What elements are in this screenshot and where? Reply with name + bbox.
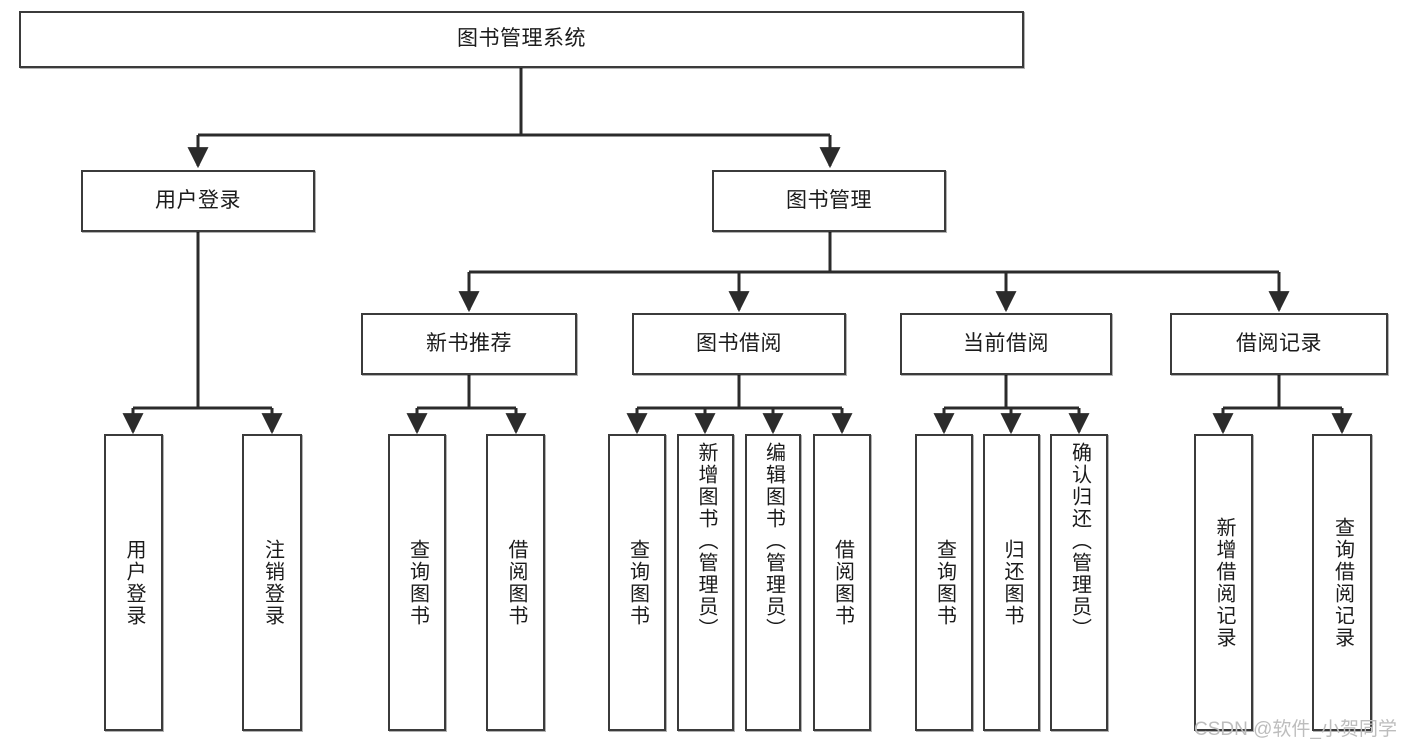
- node-book-manage-label: 图书管理: [786, 188, 872, 212]
- leaf-logout-login[interactable]: 注销登录: [242, 434, 302, 731]
- node-book-borrow-label: 图书借阅: [696, 331, 782, 355]
- node-new-book-recommend[interactable]: 新书推荐: [361, 313, 577, 375]
- node-user-login-label: 用户登录: [155, 188, 241, 212]
- leaf-edit-book[interactable]: 编辑图书（管理员）: [745, 434, 801, 731]
- leaf-query-book-2[interactable]: 查询图书: [608, 434, 666, 731]
- leaf-return-book[interactable]: 归还图书: [983, 434, 1040, 731]
- leaf-confirm-return[interactable]: 确认归还（管理员）: [1050, 434, 1108, 731]
- leaf-borrow-book-1-label: 借阅图书: [505, 538, 527, 627]
- leaf-user-login[interactable]: 用户登录: [104, 434, 163, 731]
- leaf-query-book-3[interactable]: 查询图书: [915, 434, 973, 731]
- node-borrow-record[interactable]: 借阅记录: [1170, 313, 1388, 375]
- leaf-logout-login-label: 注销登录: [261, 538, 284, 627]
- leaf-add-borrow-record-label: 新增借阅记录: [1213, 516, 1235, 649]
- node-current-borrow[interactable]: 当前借阅: [900, 313, 1112, 375]
- node-current-borrow-label: 当前借阅: [963, 331, 1049, 355]
- leaf-user-login-label: 用户登录: [123, 538, 145, 627]
- leaf-query-borrow-record-label: 查询借阅记录: [1331, 516, 1354, 649]
- leaf-query-book-1-label: 查询图书: [406, 538, 429, 627]
- node-root[interactable]: 图书管理系统: [19, 11, 1024, 68]
- leaf-add-book-label: 新增图书（管理员）: [695, 442, 717, 640]
- leaf-query-book-1[interactable]: 查询图书: [388, 434, 446, 731]
- leaf-add-book[interactable]: 新增图书（管理员）: [677, 434, 734, 731]
- leaf-borrow-book-1[interactable]: 借阅图书: [486, 434, 545, 731]
- leaf-query-book-2-label: 查询图书: [626, 538, 649, 627]
- csdn-watermark: CSDN @软件_小贺同学: [1194, 719, 1397, 740]
- leaf-return-book-label: 归还图书: [1001, 538, 1023, 627]
- node-book-manage[interactable]: 图书管理: [712, 170, 946, 232]
- leaf-confirm-return-label: 确认归还（管理员）: [1068, 442, 1091, 640]
- leaf-query-book-3-label: 查询图书: [933, 538, 956, 627]
- node-book-borrow[interactable]: 图书借阅: [632, 313, 846, 375]
- node-new-book-recommend-label: 新书推荐: [426, 331, 512, 355]
- node-borrow-record-label: 借阅记录: [1236, 331, 1322, 355]
- leaf-add-borrow-record[interactable]: 新增借阅记录: [1194, 434, 1253, 731]
- node-user-login[interactable]: 用户登录: [81, 170, 315, 232]
- leaf-borrow-book-2-label: 借阅图书: [831, 538, 854, 627]
- leaf-edit-book-label: 编辑图书（管理员）: [762, 442, 785, 640]
- leaf-borrow-book-2[interactable]: 借阅图书: [813, 434, 871, 731]
- leaf-query-borrow-record[interactable]: 查询借阅记录: [1312, 434, 1372, 731]
- node-root-label: 图书管理系统: [457, 27, 586, 51]
